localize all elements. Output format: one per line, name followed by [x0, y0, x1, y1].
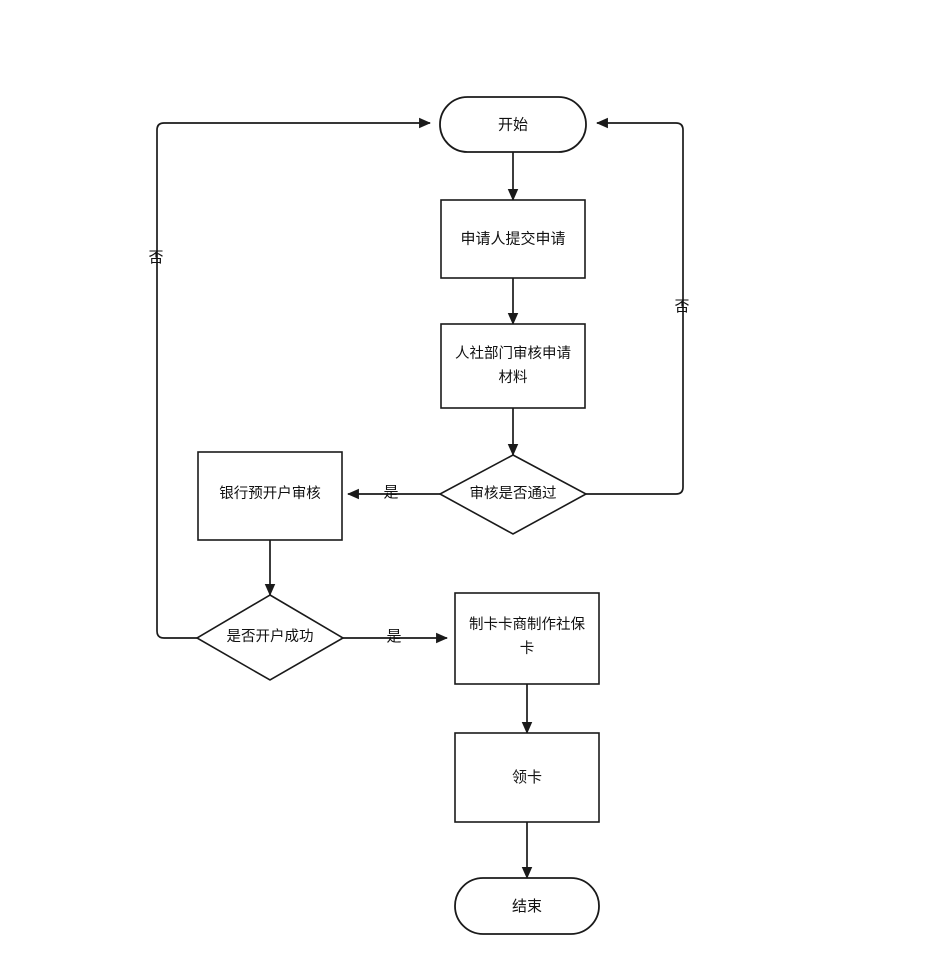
node-review-decision[interactable]: 审核是否通过	[438, 454, 588, 535]
edge-label-open-no: 否	[148, 249, 163, 266]
node-submit-shape	[440, 199, 586, 279]
node-end-label: 结束	[512, 898, 542, 915]
node-make-card-label-line1: 制卡卡商制作社保	[469, 616, 585, 633]
node-receive-shape	[454, 732, 600, 823]
node-open-decision-label: 是否开户成功	[227, 628, 314, 645]
node-receive-card[interactable]: 领卡	[454, 732, 600, 823]
edge-decision-no-to-start	[586, 117, 684, 495]
edge-label-open-yes: 是	[386, 628, 401, 645]
node-review-decision-label: 审核是否通过	[470, 485, 557, 502]
node-receive-label: 领卡	[512, 769, 542, 786]
node-submit-application[interactable]: 申请人提交申请	[440, 199, 586, 279]
node-review-decision-shape	[438, 454, 588, 535]
node-review-shape	[440, 323, 586, 409]
node-start[interactable]: 开始	[439, 96, 587, 153]
node-bank-shape	[197, 451, 343, 541]
node-open-account-decision[interactable]: 是否开户成功	[195, 594, 345, 681]
node-bank-label: 银行预开户审核	[219, 485, 321, 502]
edge-label-review-no: 否	[674, 298, 689, 315]
node-end-shape	[454, 877, 600, 935]
edge-label-review-yes: 是	[383, 484, 398, 501]
node-bank-preopen-review[interactable]: 银行预开户审核	[197, 451, 343, 541]
node-make-card[interactable]: 制卡卡商制作社保 卡	[454, 592, 600, 685]
node-open-decision-shape	[195, 594, 345, 681]
node-end[interactable]: 结束	[454, 877, 600, 935]
node-make-card-label-line2: 卡	[520, 640, 535, 657]
node-start-label: 开始	[498, 116, 528, 133]
node-submit-label: 申请人提交申请	[460, 229, 565, 247]
node-start-shape	[439, 96, 587, 153]
node-review-label-line1: 人社部门审核申请	[455, 345, 571, 362]
node-review-label-line2: 材料	[499, 369, 528, 386]
node-department-review[interactable]: 人社部门审核申请 材料	[440, 323, 586, 409]
node-make-card-shape	[454, 592, 600, 685]
edge-open-no-to-start	[156, 117, 431, 639]
